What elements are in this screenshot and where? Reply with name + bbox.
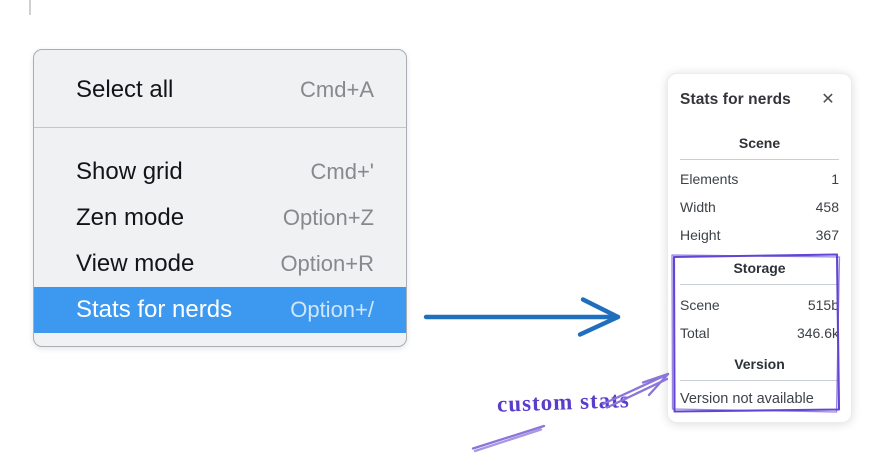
stat-row-width: Width 458 bbox=[680, 193, 839, 221]
close-icon: ✕ bbox=[821, 91, 835, 108]
stat-label: Scene bbox=[680, 297, 720, 313]
menu-item-shortcut: Option+R bbox=[280, 251, 374, 276]
annotation-arrow-tail bbox=[471, 424, 546, 453]
stat-value: 515b bbox=[807, 297, 839, 313]
menu-divider bbox=[34, 127, 406, 128]
stat-row-height: Height 367 bbox=[680, 221, 839, 249]
stat-row-elements: Elements 1 bbox=[680, 165, 839, 193]
stat-label: Width bbox=[680, 199, 716, 215]
menu-item-label: Select all bbox=[76, 75, 174, 103]
section-divider bbox=[680, 284, 839, 285]
menu-group-top: Select all Cmd+A bbox=[34, 66, 406, 113]
stats-panel: Stats for nerds ✕ Scene Elements 1 Width… bbox=[667, 73, 852, 423]
close-button[interactable]: ✕ bbox=[817, 89, 839, 111]
section-heading-scene: Scene bbox=[738, 135, 781, 151]
stat-row-scene-storage: Scene 515b bbox=[680, 291, 839, 319]
canvas-context-menu: Select all Cmd+A Show grid Cmd+' Zen mod… bbox=[33, 49, 407, 347]
section-divider bbox=[680, 380, 839, 381]
menu-group-bottom: Show grid Cmd+' Zen mode Option+Z View m… bbox=[34, 128, 406, 333]
stat-row-total-storage: Total 346.6k bbox=[680, 319, 839, 347]
menu-item-zen-mode[interactable]: Zen mode Option+Z bbox=[34, 195, 406, 241]
menu-item-label: Zen mode bbox=[76, 204, 185, 231]
stat-value: 346.6k bbox=[796, 325, 839, 341]
menu-item-label: Stats for nerds bbox=[76, 296, 233, 323]
menu-item-label: Show grid bbox=[76, 158, 183, 185]
section-divider bbox=[680, 159, 839, 160]
menu-item-shortcut: Option+/ bbox=[290, 297, 374, 322]
annotation-arrow bbox=[601, 372, 670, 409]
stat-value: 367 bbox=[815, 227, 839, 243]
section-heading-storage: Storage bbox=[733, 260, 786, 276]
menu-item-view-mode[interactable]: View mode Option+R bbox=[34, 241, 406, 287]
section-heading-version: Version bbox=[734, 356, 785, 372]
menu-item-shortcut: Cmd+A bbox=[300, 76, 374, 102]
version-note: Version not available bbox=[680, 391, 814, 407]
scene-rows: Elements 1 Width 458 Height 367 bbox=[680, 165, 839, 249]
menu-item-select-all[interactable]: Select all Cmd+A bbox=[34, 66, 406, 113]
stat-label: Height bbox=[680, 227, 721, 243]
storage-rows: Scene 515b Total 346.6k bbox=[680, 291, 839, 347]
stat-label: Total bbox=[680, 325, 710, 341]
stat-value: 458 bbox=[815, 199, 839, 215]
stat-label: Elements bbox=[680, 171, 739, 187]
edge-artifact-line bbox=[29, 0, 31, 15]
stat-value: 1 bbox=[831, 171, 839, 187]
stats-panel-title: Stats for nerds bbox=[680, 91, 791, 108]
menu-item-stats-for-nerds[interactable]: Stats for nerds Option+/ bbox=[34, 287, 406, 333]
menu-item-label: View mode bbox=[76, 250, 195, 277]
menu-item-shortcut: Option+Z bbox=[282, 205, 374, 230]
stats-panel-header: Stats for nerds ✕ bbox=[680, 88, 839, 112]
menu-item-show-grid[interactable]: Show grid Cmd+' bbox=[34, 149, 406, 195]
arrow-menu-to-panel bbox=[423, 297, 621, 337]
menu-item-shortcut: Cmd+' bbox=[310, 159, 375, 184]
